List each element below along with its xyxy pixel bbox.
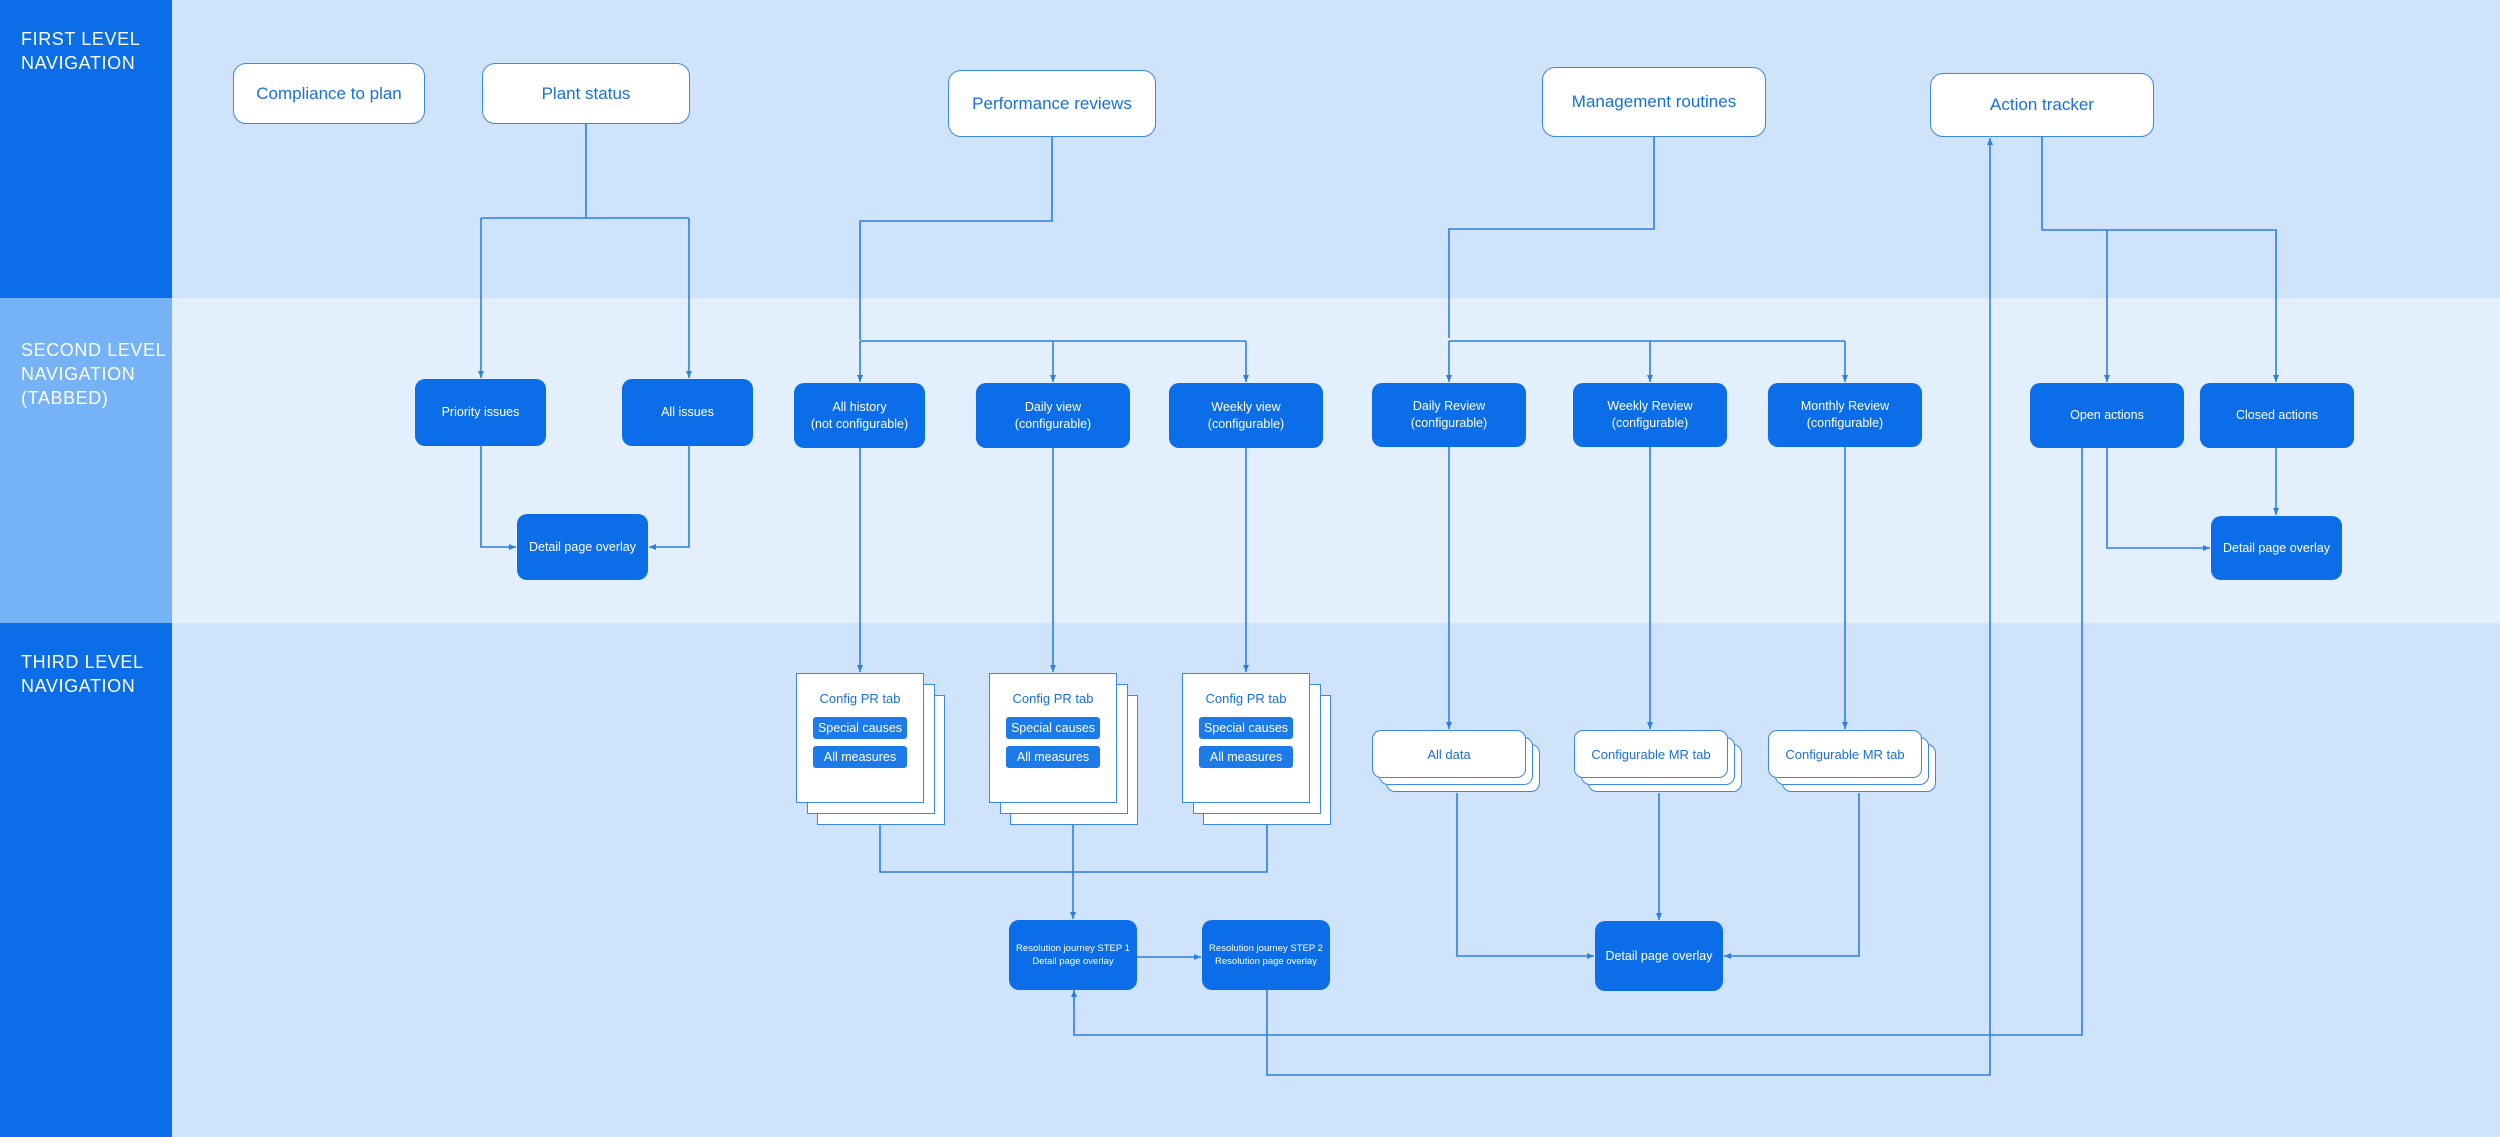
all-issues-node[interactable]: All issues: [622, 379, 753, 446]
weekly-view-label: Weekly view (configurable): [1207, 399, 1285, 431]
open-actions-node[interactable]: Open actions: [2030, 383, 2184, 448]
third-level-label-panel: THIRD LEVEL NAVIGATION: [0, 623, 172, 1137]
weekly-mr-tab-stack[interactable]: Configurable MR tab: [1574, 730, 1744, 793]
all-measures-pill[interactable]: All measures: [813, 746, 907, 768]
compliance-to-plan-label: Compliance to plan: [256, 83, 402, 103]
line-priority-to-detail: [480, 446, 516, 550]
weekly-mr-tab-label: Configurable MR tab: [1591, 746, 1711, 762]
all-issues-label: All issues: [661, 405, 714, 419]
daily-view-label: Daily view (configurable): [1014, 399, 1092, 431]
all-data-stack[interactable]: All data: [1372, 730, 1542, 793]
open-actions-label: Open actions: [2070, 408, 2144, 422]
line-allissues-to-detail: [649, 446, 690, 550]
special-causes-pill[interactable]: Special causes: [813, 717, 907, 739]
mr-detail-overlay-node[interactable]: Detail page overlay: [1595, 921, 1723, 991]
all-data-card[interactable]: All data: [1372, 730, 1526, 778]
closed-actions-label: Closed actions: [2236, 408, 2318, 422]
third-level-band: [172, 623, 2500, 1137]
monthly-mr-tab-card[interactable]: Configurable MR tab: [1768, 730, 1922, 778]
weekly-mr-tab-card[interactable]: Configurable MR tab: [1574, 730, 1728, 778]
plant-detail-overlay-node[interactable]: Detail page overlay: [517, 514, 648, 580]
mr-detail-overlay-label: Detail page overlay: [1605, 948, 1713, 963]
config-pr-tab-title: Config PR tab: [1205, 691, 1287, 706]
line-at-down: [2041, 137, 2279, 382]
line-open-to-detail: [2106, 448, 2210, 551]
line-open-to-step1: [1071, 448, 2083, 1036]
management-routines-label: Management routines: [1571, 92, 1737, 111]
all-history-node[interactable]: All history (not configurable): [794, 383, 925, 448]
line-alldata-to-detail: [1456, 793, 1594, 959]
resolution-step2-node[interactable]: Resolution journey STEP 2 Resolution pag…: [1202, 920, 1330, 990]
action-tracker-label: Action tracker: [1990, 95, 2094, 114]
third-level-label: THIRD LEVEL NAVIGATION: [21, 652, 144, 696]
weekly-review-label: Weekly Review (configurable): [1607, 399, 1693, 430]
second-level-label-panel: SECOND LEVEL NAVIGATION (TABBED): [0, 298, 172, 623]
weekly-view-node[interactable]: Weekly view (configurable): [1169, 383, 1323, 448]
monthly-mr-tab-stack[interactable]: Configurable MR tab: [1768, 730, 1938, 793]
plant-status-label: Plant status: [541, 83, 631, 103]
special-causes-pill[interactable]: Special causes: [1006, 717, 1100, 739]
monthly-review-label: Monthly Review (configurable): [1800, 399, 1890, 430]
config-pr-tab-title: Config PR tab: [819, 691, 901, 706]
daily-review-node[interactable]: Daily Review (configurable): [1372, 383, 1526, 447]
resolution-step2-label: Resolution journey STEP 2 Resolution pag…: [1209, 943, 1323, 967]
monthly-mr-tab-label: Configurable MR tab: [1785, 746, 1905, 762]
daily-review-label: Daily Review (configurable): [1410, 399, 1488, 430]
line-step2-to-actiontracker: [1266, 138, 1993, 1076]
config-pr-tab-card[interactable]: Config PR tab Special causes All measure…: [796, 673, 924, 803]
priority-issues-node[interactable]: Priority issues: [415, 379, 546, 446]
compliance-to-plan-node[interactable]: Compliance to plan: [233, 63, 425, 124]
special-causes-pill[interactable]: Special causes: [1199, 717, 1293, 739]
monthly-review-node[interactable]: Monthly Review (configurable): [1768, 383, 1922, 447]
resolution-step1-label: Resolution journey STEP 1 Detail page ov…: [1016, 943, 1130, 967]
first-level-label: FIRST LEVEL NAVIGATION: [21, 29, 141, 73]
performance-reviews-node[interactable]: Performance reviews: [948, 70, 1156, 137]
resolution-step1-node[interactable]: Resolution journey STEP 1 Detail page ov…: [1009, 920, 1137, 990]
plant-status-node[interactable]: Plant status: [482, 63, 690, 124]
action-detail-overlay-label: Detail page overlay: [2222, 540, 2330, 555]
config-pr-tab-card[interactable]: Config PR tab Special causes All measure…: [1182, 673, 1310, 803]
second-level-label: SECOND LEVEL NAVIGATION (TABBED): [21, 340, 167, 408]
management-routines-node[interactable]: Management routines: [1542, 67, 1766, 137]
config-pr-tab-card[interactable]: Config PR tab Special causes All measure…: [989, 673, 1117, 803]
performance-reviews-label: Performance reviews: [972, 93, 1132, 113]
action-detail-overlay-node[interactable]: Detail page overlay: [2211, 516, 2342, 580]
all-measures-pill[interactable]: All measures: [1199, 746, 1293, 768]
weekly-review-node[interactable]: Weekly Review (configurable): [1573, 383, 1727, 447]
line-mr-down: [1448, 137, 1655, 338]
first-level-band: [172, 0, 2500, 298]
plant-detail-overlay-label: Detail page overlay: [528, 539, 636, 554]
config-pr-tab-title: Config PR tab: [1012, 691, 1094, 706]
all-data-label: All data: [1427, 746, 1471, 762]
action-tracker-node[interactable]: Action tracker: [1930, 73, 2154, 137]
first-level-label-panel: FIRST LEVEL NAVIGATION: [0, 0, 172, 298]
line-pr-down: [859, 137, 1053, 340]
closed-actions-node[interactable]: Closed actions: [2200, 383, 2354, 448]
priority-issues-label: Priority issues: [441, 405, 520, 419]
config-pr-tab-stack-2[interactable]: Config PR tab Special causes All measure…: [989, 673, 1139, 826]
config-pr-tab-stack-3[interactable]: Config PR tab Special causes All measure…: [1182, 673, 1332, 826]
all-history-label: All history (not configurable): [810, 399, 909, 431]
line-monthly-mrtab-to-detail: [1724, 793, 1860, 959]
config-pr-tab-stack-1[interactable]: Config PR tab Special causes All measure…: [796, 673, 946, 826]
all-measures-pill[interactable]: All measures: [1006, 746, 1100, 768]
daily-view-node[interactable]: Daily view (configurable): [976, 383, 1130, 448]
